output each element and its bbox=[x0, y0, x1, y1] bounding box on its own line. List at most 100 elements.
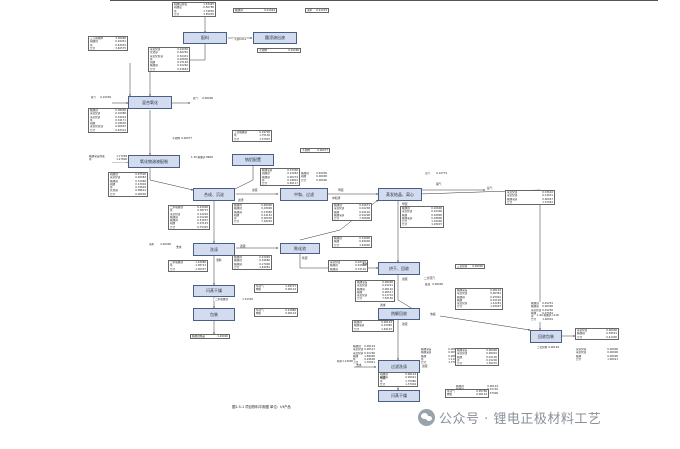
material-amount: 0.00361 bbox=[490, 292, 501, 296]
material-amount: 0.00000 bbox=[316, 175, 327, 179]
material-amount: 0.26083 bbox=[135, 176, 146, 180]
material-name: 碳酸锂 bbox=[353, 345, 361, 348]
material-amount: 1.00021 bbox=[607, 357, 618, 361]
table-row: 碳酸 0.01120 bbox=[457, 299, 501, 302]
material-name: 合计 bbox=[402, 220, 408, 224]
material-name: 氢氧化锂 bbox=[507, 194, 518, 198]
material-name: 硫酸 bbox=[234, 213, 240, 217]
material-name: 不溶物 bbox=[302, 149, 310, 152]
material-name: 碳酸 bbox=[457, 298, 463, 302]
material-name: 合计 bbox=[402, 223, 408, 227]
material-amount: 0.24936 bbox=[177, 48, 188, 51]
material-amount: 0.01500 bbox=[355, 264, 366, 268]
material-name: 碳酸 bbox=[421, 354, 427, 358]
material-name: 碳酸锂成品 bbox=[192, 335, 205, 338]
material-name: 合计 bbox=[380, 382, 386, 386]
material-amount: 1.38712 bbox=[195, 264, 206, 268]
material-name: 碳酸锂 bbox=[456, 385, 464, 388]
flow-label-l11: 滤液 bbox=[402, 277, 408, 281]
figure-caption: 图2.5-1 项目物料平衡图 单位：t/t产品 bbox=[232, 405, 291, 409]
material-amount: 0.01120 bbox=[490, 298, 501, 302]
material-name: 氢氧化钠 bbox=[353, 351, 364, 355]
table-row: 硫酸 0.00000 bbox=[301, 175, 327, 178]
material-name: 碳酸氢铵溶液 bbox=[89, 155, 105, 158]
material-name: 水蒸气 bbox=[256, 285, 264, 288]
material-amount: 2.20000 bbox=[160, 243, 171, 246]
material-name: 碳酸氢钠 bbox=[507, 197, 518, 201]
material-name: 合计 bbox=[507, 200, 513, 204]
material-amount: 0.13082 bbox=[261, 210, 272, 214]
material-name: 氢氧化钠 bbox=[90, 115, 101, 119]
material-amount: 3.85035 bbox=[203, 12, 214, 16]
material-name: 硫酸锂 bbox=[380, 373, 388, 376]
material-name: 硫酸 bbox=[301, 175, 307, 179]
process-flash-dry-2: 闪蒸干燥 bbox=[378, 390, 420, 402]
process-filter-wash: 过滤洗涤 bbox=[378, 360, 420, 373]
flow-label-l3: 中和渣 bbox=[332, 196, 341, 200]
material-amount: 0.10600 bbox=[431, 207, 442, 210]
material-name: 水 bbox=[174, 9, 177, 13]
material-name: 废液 bbox=[425, 283, 431, 286]
material-amount: 0.00194 bbox=[548, 346, 559, 349]
process-flash-dry: 闪蒸干燥 bbox=[193, 285, 235, 297]
material-amount: 0.34171 bbox=[115, 118, 126, 122]
process-oxide-solution: 氧化物溶液配制 bbox=[128, 155, 180, 168]
material-amount: 0.21860 bbox=[285, 309, 296, 312]
material-amount: 0.00124 bbox=[448, 348, 459, 351]
material-name: 碳酸钠 bbox=[262, 175, 270, 179]
edge-9 bbox=[149, 168, 194, 191]
material-name: 硫酸 bbox=[170, 222, 176, 226]
material-amount: 0.10400 bbox=[431, 210, 442, 214]
edge-10 bbox=[232, 160, 254, 191]
material-name: 合计 bbox=[576, 357, 582, 361]
material-name: 碳酸钠 bbox=[380, 376, 388, 380]
material-amount: 1.49107 bbox=[381, 327, 392, 331]
material-amount: 0.21233 bbox=[316, 9, 327, 12]
material-amount: 0.05780 bbox=[476, 390, 487, 393]
material-name: 碳酸氢钠 bbox=[402, 216, 413, 220]
material-name: 合计 bbox=[90, 46, 96, 50]
material-name: 氢氧化锂 bbox=[353, 348, 364, 352]
flow-label-l19: 洗水 bbox=[356, 363, 362, 367]
material-amount: 0.38936 bbox=[115, 109, 126, 112]
material-amount: 0.00811 bbox=[448, 354, 459, 358]
process-evaporate: 蒸发结晶、离心 bbox=[378, 188, 422, 201]
material-amount: 0.75425 bbox=[197, 225, 208, 229]
material-amount: 1.37022 bbox=[542, 200, 553, 204]
material-amount: 0.63312 bbox=[115, 128, 126, 132]
material-amount: 0.10774 bbox=[436, 172, 447, 175]
material-amount: 0.12202 bbox=[197, 212, 208, 216]
